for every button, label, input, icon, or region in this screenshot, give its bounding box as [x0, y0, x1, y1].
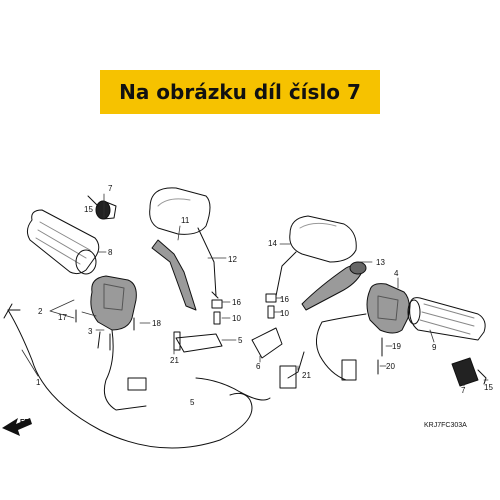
right-bar-end-drawing [451, 357, 487, 387]
callout-9: 9 [432, 343, 437, 352]
right-mirror-bolts-drawing [265, 293, 277, 319]
left-bar-end-drawing [87, 195, 117, 220]
callout-3: 3 [88, 327, 93, 336]
callout-20: 20 [386, 362, 395, 371]
left-switch-housing-drawing [90, 275, 137, 351]
left-connector-drawing [127, 377, 147, 391]
callout-4: 4 [394, 269, 399, 278]
callout-15a: 15 [84, 205, 93, 214]
callout-5b: 5 [190, 398, 195, 407]
center-cable-drawing [195, 377, 271, 401]
callout-16a: 16 [232, 298, 241, 307]
callout-21b: 21 [302, 371, 311, 380]
callout-21a: 21 [170, 356, 179, 365]
right-connector-small-drawing [341, 359, 357, 381]
callout-11: 11 [181, 216, 190, 225]
callout-13: 13 [376, 258, 385, 267]
left-bracket-drawing [175, 333, 223, 353]
callout-17: 17 [58, 313, 67, 322]
right-switch-housing-drawing [366, 283, 410, 334]
front-direction-arrow: FR. [2, 418, 32, 436]
leader-lines [21, 193, 489, 387]
right-mirror-drawing [275, 215, 357, 297]
part-banner: Na obrázku díl číslo 7 [100, 70, 380, 114]
callout-18: 18 [152, 319, 161, 328]
callout-1: 1 [36, 378, 41, 387]
callout-12: 12 [228, 255, 237, 264]
callout-10a: 10 [232, 314, 241, 323]
direction-label: FR. [20, 419, 31, 426]
right-connector-drawing [279, 365, 297, 389]
left-grip-drawing [26, 209, 100, 275]
right-wiring-drawing [316, 313, 367, 381]
callout-10b: 10 [280, 309, 289, 318]
banner-text: Na obrázku díl číslo 7 [119, 80, 361, 104]
callout-15b: 15 [484, 383, 493, 392]
left-mirror-bolts-drawing [211, 299, 223, 325]
callout-6: 6 [256, 362, 261, 371]
right-bracket-drawing [251, 327, 283, 359]
callout-8: 8 [108, 248, 113, 257]
diagram-code: KRJ7FC303A [424, 422, 467, 429]
screws-drawing [377, 337, 383, 375]
left-mirror-drawing [149, 187, 219, 311]
callout-16b: 16 [280, 295, 289, 304]
cable-drawing [7, 309, 253, 449]
callout-2: 2 [38, 307, 43, 316]
callout-14: 14 [268, 239, 277, 248]
right-grip-drawing [407, 297, 486, 341]
callout-19: 19 [392, 342, 401, 351]
callout-7b: 7 [461, 386, 466, 395]
callout-5a: 5 [238, 336, 243, 345]
left-wiring-drawing [103, 329, 147, 411]
callout-7a: 7 [108, 184, 113, 193]
